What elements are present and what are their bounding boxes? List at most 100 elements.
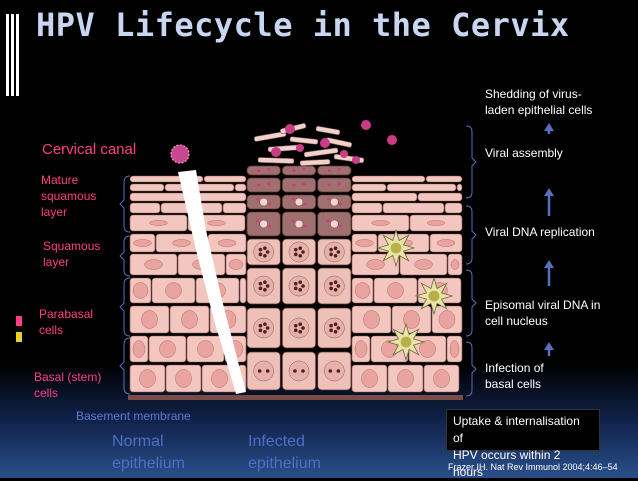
epithelium-cells — [128, 123, 463, 400]
released-virion — [361, 120, 371, 130]
cell-nucleus — [387, 282, 404, 299]
virion-particle — [337, 167, 341, 172]
stage-episomal-viral-dna: Episomal viral DNA in cell nucleus — [485, 298, 601, 328]
cell-nucleus — [165, 282, 182, 299]
infected-nucleus — [330, 219, 339, 229]
virion-particle — [326, 219, 330, 223]
cell-nucleus — [366, 259, 385, 270]
infected-nucleus — [253, 360, 274, 382]
viral-episome — [329, 323, 333, 328]
viral-episome — [298, 288, 303, 292]
cell-nucleus — [132, 340, 146, 358]
cell-nucleus — [403, 310, 420, 329]
viral-episome — [328, 369, 333, 373]
normal-cell — [417, 192, 463, 202]
cell-nucleus — [159, 340, 176, 358]
shed-cell-flake — [253, 131, 287, 142]
infected-cell — [317, 165, 352, 176]
microabrasion-wound — [178, 170, 246, 394]
bracket-parabasal — [119, 277, 131, 337]
label-parabasal-cells: Parabasal cells — [39, 307, 94, 337]
virion-particle — [337, 182, 341, 186]
virion-particle — [257, 168, 261, 173]
shed-cell-flake — [289, 136, 319, 145]
released-virion — [340, 150, 348, 158]
shed-cell-flake — [315, 125, 341, 136]
cell-nucleus — [354, 282, 371, 299]
cell-nucleus — [144, 259, 163, 270]
virion-particle — [268, 202, 272, 206]
viral-episome — [333, 254, 338, 258]
viral-episome — [301, 284, 305, 288]
infected-nucleus — [294, 197, 304, 207]
normal-cell — [234, 183, 247, 192]
shed-cell-flake — [299, 159, 331, 166]
viral-episome — [258, 323, 263, 328]
normal-cell — [195, 192, 247, 202]
viral-episome — [336, 326, 341, 330]
normal-cell — [129, 202, 161, 214]
cell-nucleus — [438, 310, 456, 329]
virion-particle — [327, 183, 331, 187]
viral-episome — [336, 250, 341, 254]
normal-cell — [222, 202, 247, 214]
cell-nucleus — [132, 282, 149, 299]
viral-episome — [293, 328, 298, 333]
viral-episome — [301, 369, 305, 373]
virion-particle — [327, 168, 331, 173]
viral-episome — [263, 322, 267, 326]
cell-nucleus — [181, 310, 198, 329]
normal-cell — [456, 183, 463, 192]
viral-episome — [329, 252, 333, 257]
dendritic-cell-nucleus — [428, 290, 440, 302]
virion-particle — [292, 183, 296, 187]
stage-shedding: Shedding of virus- laden epithelial cell… — [485, 87, 593, 117]
reference-citation: Frazer IH. Nat Rev Immunol 2004;4:46–54 — [448, 462, 618, 472]
infected-nucleus — [324, 241, 345, 263]
label-basement-membrane: Basement membrane — [76, 409, 191, 423]
viral-episome — [263, 280, 267, 284]
hpv-virion-canal — [170, 144, 190, 164]
virion-particle — [267, 182, 271, 186]
viral-episome — [333, 246, 338, 250]
infected-nucleus — [253, 275, 274, 297]
cell-nucleus — [228, 259, 244, 270]
infected-nucleus — [324, 360, 345, 382]
viral-episome — [333, 280, 338, 284]
dendritic-cell-nucleus — [400, 336, 412, 348]
cell-nucleus — [149, 220, 168, 226]
cell-nucleus — [450, 259, 460, 270]
released-virion — [271, 147, 281, 157]
infected-nucleus — [259, 197, 268, 207]
arrow-up-episomal-head — [544, 342, 554, 350]
stage-infection-basal-cells: Infection of basal cells — [485, 361, 544, 391]
virion-particle — [292, 168, 296, 173]
cell-nucleus — [363, 310, 380, 329]
virion-particle — [267, 167, 271, 172]
viral-episome — [293, 281, 298, 286]
arrow-up-assembly-head — [544, 188, 554, 196]
viral-episome — [263, 330, 267, 334]
viral-episome — [265, 326, 270, 330]
virion-particle — [326, 197, 330, 201]
infected-nucleus — [324, 317, 345, 339]
cell-nucleus — [371, 220, 390, 226]
bracket-mature-squamous — [119, 175, 131, 233]
cell-nucleus — [361, 369, 378, 388]
decorative-bar-top — [6, 14, 20, 96]
cell-nucleus — [449, 340, 460, 358]
virion-particle — [303, 224, 307, 228]
viral-episome — [263, 288, 267, 292]
normal-cell — [351, 192, 418, 202]
slide-title: HPV Lifecycle in the Cervix — [36, 6, 570, 44]
bracket-basal — [119, 337, 131, 395]
released-virion — [352, 156, 360, 164]
label-cervical-canal: Cervical canal — [42, 141, 137, 158]
cell-nucleus — [355, 239, 374, 247]
viral-episome — [258, 247, 263, 252]
viral-episome — [301, 326, 305, 330]
virion-particle — [302, 167, 306, 172]
viral-episome — [293, 247, 298, 252]
bracket-replication — [465, 205, 477, 265]
viral-episome — [336, 284, 341, 288]
